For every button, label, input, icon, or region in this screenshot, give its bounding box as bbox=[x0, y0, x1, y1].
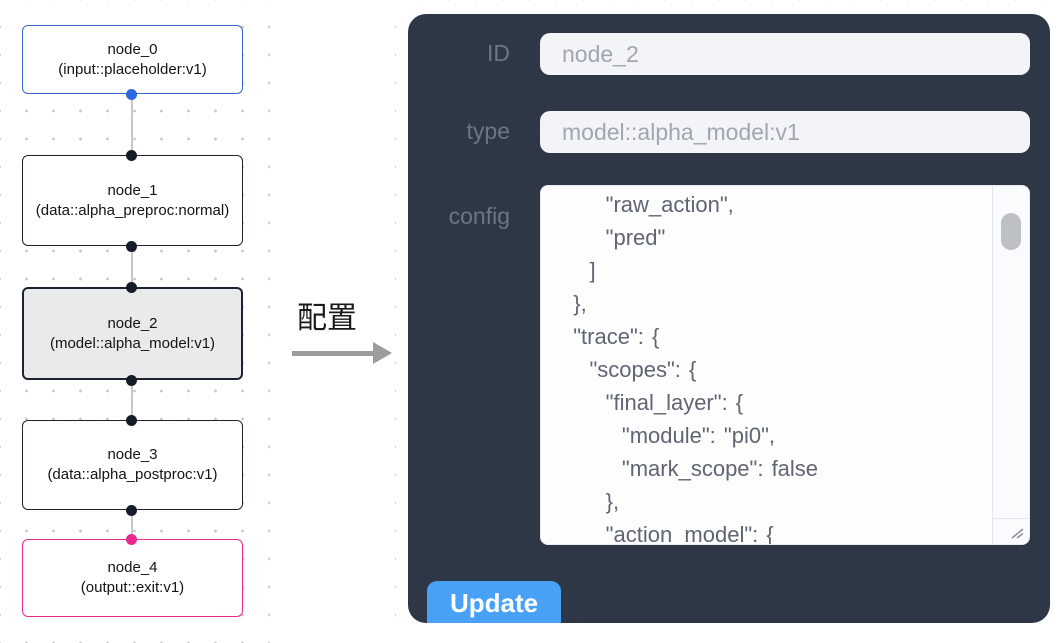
node-subtitle: (data::alpha_postproc:v1) bbox=[47, 466, 218, 483]
type-field-label: type bbox=[466, 118, 510, 144]
edge-node3-node4[interactable] bbox=[131, 510, 133, 539]
edge-node2-node3[interactable] bbox=[131, 380, 133, 420]
flow-node-node_0[interactable]: node_0 (input::placeholder:v1) bbox=[22, 25, 243, 94]
port-node3-out[interactable] bbox=[126, 504, 137, 516]
config-field-label: config bbox=[448, 203, 510, 229]
node-title: node_0 bbox=[107, 40, 158, 58]
node-subtitle: (input::placeholder:v1) bbox=[58, 60, 207, 78]
resize-grip-icon bbox=[1011, 528, 1024, 539]
flow-node-node_2-selected[interactable]: node_2 (model::alpha_model:v1) bbox=[22, 287, 243, 380]
port-node2-in[interactable] bbox=[126, 281, 137, 293]
node-config-panel: ID type config "raw_action", "pred" ] },… bbox=[408, 14, 1050, 623]
node-title: node_2 bbox=[107, 314, 158, 332]
node-title: node_4 bbox=[107, 559, 158, 576]
port-node2-out[interactable] bbox=[126, 374, 137, 386]
panel-canvas: ID type config "raw_action", "pred" ] },… bbox=[395, 0, 1062, 628]
arrow-right-icon bbox=[292, 342, 392, 364]
node-title: node_1 bbox=[107, 181, 158, 199]
node-subtitle: (output::exit:v1) bbox=[80, 579, 185, 596]
type-input[interactable] bbox=[540, 111, 1030, 153]
update-button[interactable]: Update bbox=[427, 581, 561, 623]
flow-canvas[interactable]: node_0 (input::placeholder:v1) node_1 (d… bbox=[0, 0, 270, 643]
id-input[interactable] bbox=[540, 33, 1030, 75]
edge-node0-node1[interactable] bbox=[131, 94, 133, 155]
config-scrollbar-track[interactable] bbox=[992, 186, 1029, 544]
port-node1-in[interactable] bbox=[126, 149, 137, 161]
node-subtitle: (data::alpha_preproc:normal) bbox=[35, 201, 230, 219]
port-node3-in[interactable] bbox=[126, 414, 137, 426]
node-subtitle: (model::alpha_model:v1) bbox=[49, 334, 216, 352]
flow-node-node_1[interactable]: node_1 (data::alpha_preproc:normal) bbox=[22, 155, 243, 246]
transfer-annotation-label: 配置 bbox=[297, 302, 357, 335]
flow-node-node_3[interactable]: node_3 (data::alpha_postproc:v1) bbox=[22, 420, 243, 510]
flow-node-node_4[interactable]: node_4 (output::exit:v1) bbox=[22, 539, 243, 617]
textarea-resize-handle[interactable] bbox=[993, 518, 1029, 544]
id-field-label: ID bbox=[487, 40, 510, 66]
config-json-text[interactable]: "raw_action", "pred" ] }, "trace": { "sc… bbox=[573, 192, 819, 544]
config-scrollbar-thumb[interactable] bbox=[1001, 213, 1021, 250]
node-title: node_3 bbox=[107, 446, 158, 463]
edge-node1-node2[interactable] bbox=[131, 246, 133, 287]
port-node4-in[interactable] bbox=[126, 533, 137, 545]
port-node1-out[interactable] bbox=[126, 240, 137, 252]
config-textarea[interactable]: "raw_action", "pred" ] }, "trace": { "sc… bbox=[540, 185, 1030, 545]
port-node0-out[interactable] bbox=[126, 88, 137, 100]
